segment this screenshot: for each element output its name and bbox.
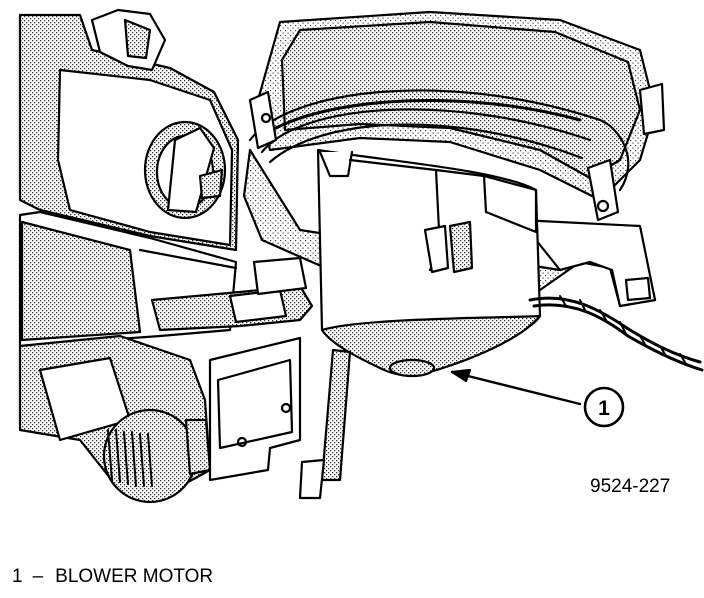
housing-lug-right — [586, 158, 620, 222]
support-rod — [320, 348, 352, 482]
housing-lug-top-right — [638, 82, 666, 136]
bracket-hole-1 — [236, 436, 248, 448]
bracket-hole-2 — [280, 402, 292, 414]
figure-id-label: 9524-227 — [590, 476, 670, 497]
motor-tab-left — [423, 224, 450, 274]
legend-item-separator: – — [32, 566, 44, 587]
legend-item-number: 1 — [12, 566, 23, 587]
callout-1-number: 1 — [598, 397, 610, 420]
mounting-bracket — [208, 336, 302, 482]
wire-harness-a — [528, 296, 702, 364]
housing-ribs — [107, 429, 153, 487]
motor-tab-right — [448, 220, 474, 274]
housing-rim-inner — [260, 108, 592, 154]
wire-harness-b — [532, 303, 704, 372]
callout-leader — [450, 370, 582, 406]
legend-item-label: BLOWER MOTOR — [55, 566, 214, 587]
blower-motor-dome — [320, 314, 542, 377]
housing-rim-outer — [248, 89, 630, 192]
legend: 1–BLOWER MOTOR — [12, 566, 213, 588]
callout-1: 1 — [583, 386, 625, 428]
blower-motor-cap — [388, 358, 436, 378]
